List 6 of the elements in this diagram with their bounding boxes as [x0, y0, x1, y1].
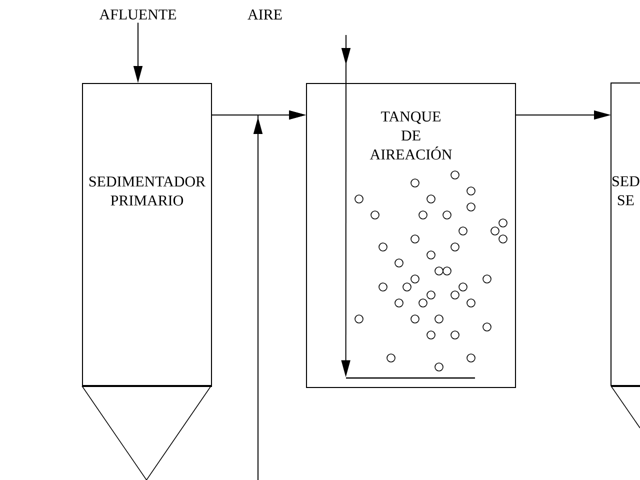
process-box: SEDIMENTADOR PRIMARIO — [82, 83, 212, 387]
flow-label: AIRE — [248, 10, 282, 20]
flow-label: AFLUENTE — [99, 9, 176, 20]
process-box: SED SE — [610, 82, 640, 387]
process-box: TANQUE DE AIREACIÓN — [306, 83, 516, 388]
diffuser-line — [346, 377, 475, 379]
